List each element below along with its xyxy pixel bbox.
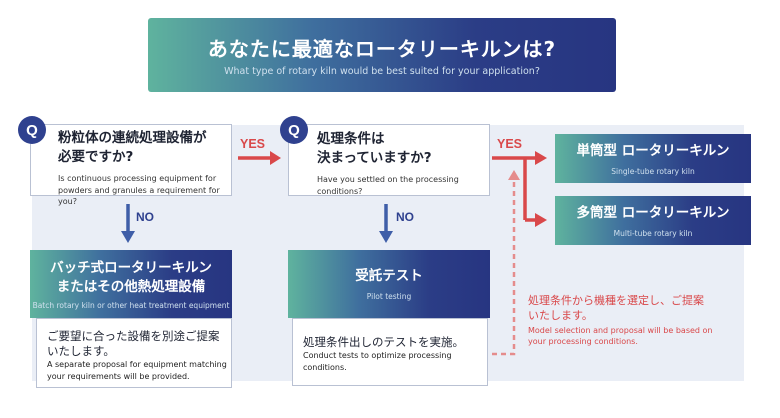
batch-kiln-jp-line1: バッチ式ロータリーキルン <box>50 259 212 276</box>
pilot-detail-en: Conduct tests to optimize processing con… <box>303 351 452 372</box>
selection-note: 処理条件から機種を選定し、ご提案 いたします。 Model selection … <box>528 293 728 347</box>
batch-detail-jp-line1: ご要望に合った設備を別途ご提案 <box>47 329 220 343</box>
batch-kiln-en: Batch rotary kiln or other heat treatmen… <box>32 300 230 310</box>
yes-arrow-2 <box>492 151 547 227</box>
batch-detail-jp-line2: いたします。 <box>47 344 115 358</box>
pilot-testing-box: 受託テスト Pilot testing <box>288 250 490 318</box>
question-1-badge-icon: Q <box>18 116 46 144</box>
note-jp-line2: いたします。 <box>528 309 593 322</box>
multi-tube-kiln-en: Multi-tube rotary kiln <box>613 228 693 238</box>
pilot-detail-jp: 処理条件出しのテストを実施。 <box>303 335 464 349</box>
question-1-en-line2: powders and granules a requirement for y… <box>58 185 220 207</box>
batch-detail-en-line2: your requirements will be provided. <box>47 371 190 381</box>
header-banner: あなたに最適なロータリーキルンは? What type of rotary ki… <box>148 18 616 92</box>
batch-kiln-jp-line2: またはその他熱処理設備 <box>56 278 206 295</box>
page-title: あなたに最適なロータリーキルンは? <box>207 37 557 61</box>
question-2-badge-icon: Q <box>280 116 308 144</box>
question-2-box: 処理条件は 決まっていますか? Have you settled on the … <box>288 124 490 196</box>
no-label-1: NO <box>136 210 154 224</box>
question-1-jp-line2: 必要ですか? <box>58 149 134 165</box>
note-en-line1: Model selection and proposal will be bas… <box>528 326 713 335</box>
question-1-jp-line1: 粉粒体の連続処理設備が <box>58 130 207 146</box>
note-jp-line1: 処理条件から機種を選定し、ご提案 <box>528 294 704 307</box>
batch-kiln-detail-box: ご要望に合った設備を別途ご提案 いたします。 A separate propos… <box>36 318 232 388</box>
note-en-line2: your processing conditions. <box>528 337 638 346</box>
pilot-testing-detail-box: 処理条件出しのテストを実施。 Conduct tests to optimize… <box>292 318 488 386</box>
single-tube-kiln-en: Single-tube rotary kiln <box>611 166 695 176</box>
yes-label-1: YES <box>240 137 266 151</box>
no-arrow-1 <box>121 204 135 243</box>
single-tube-kiln-box: 単筒型 ロータリーキルン Single-tube rotary kiln <box>555 134 751 183</box>
no-arrow-2 <box>379 204 393 243</box>
pilot-testing-en: Pilot testing <box>366 292 412 301</box>
no-label-2: NO <box>396 210 414 224</box>
page-subtitle: What type of rotary kiln would be best s… <box>224 66 540 77</box>
single-tube-kiln-jp: 単筒型 ロータリーキルン <box>576 142 730 159</box>
question-1-box: 粉粒体の連続処理設備が 必要ですか? Is continuous process… <box>30 124 232 206</box>
question-2-en-line1: Have you settled on the processing condi… <box>317 175 459 196</box>
question-1-en-line1: Is continuous processing equipment for <box>58 174 217 183</box>
yes-label-2: YES <box>497 137 523 151</box>
yes-arrow-1 <box>238 151 281 165</box>
multi-tube-kiln-box: 多筒型 ロータリーキルン Multi-tube rotary kiln <box>555 196 751 245</box>
batch-detail-en-line1: A separate proposal for equipment matchi… <box>47 360 227 369</box>
question-2-jp-line1: 処理条件は <box>317 131 385 147</box>
pilot-testing-jp: 受託テスト <box>355 268 423 284</box>
dashed-return-arrow <box>492 170 520 356</box>
batch-kiln-box: バッチ式ロータリーキルン またはその他熱処理設備 Batch rotary ki… <box>30 250 232 318</box>
multi-tube-kiln-jp: 多筒型 ロータリーキルン <box>576 204 730 221</box>
question-2-jp-line2: 決まっていますか? <box>317 150 432 166</box>
